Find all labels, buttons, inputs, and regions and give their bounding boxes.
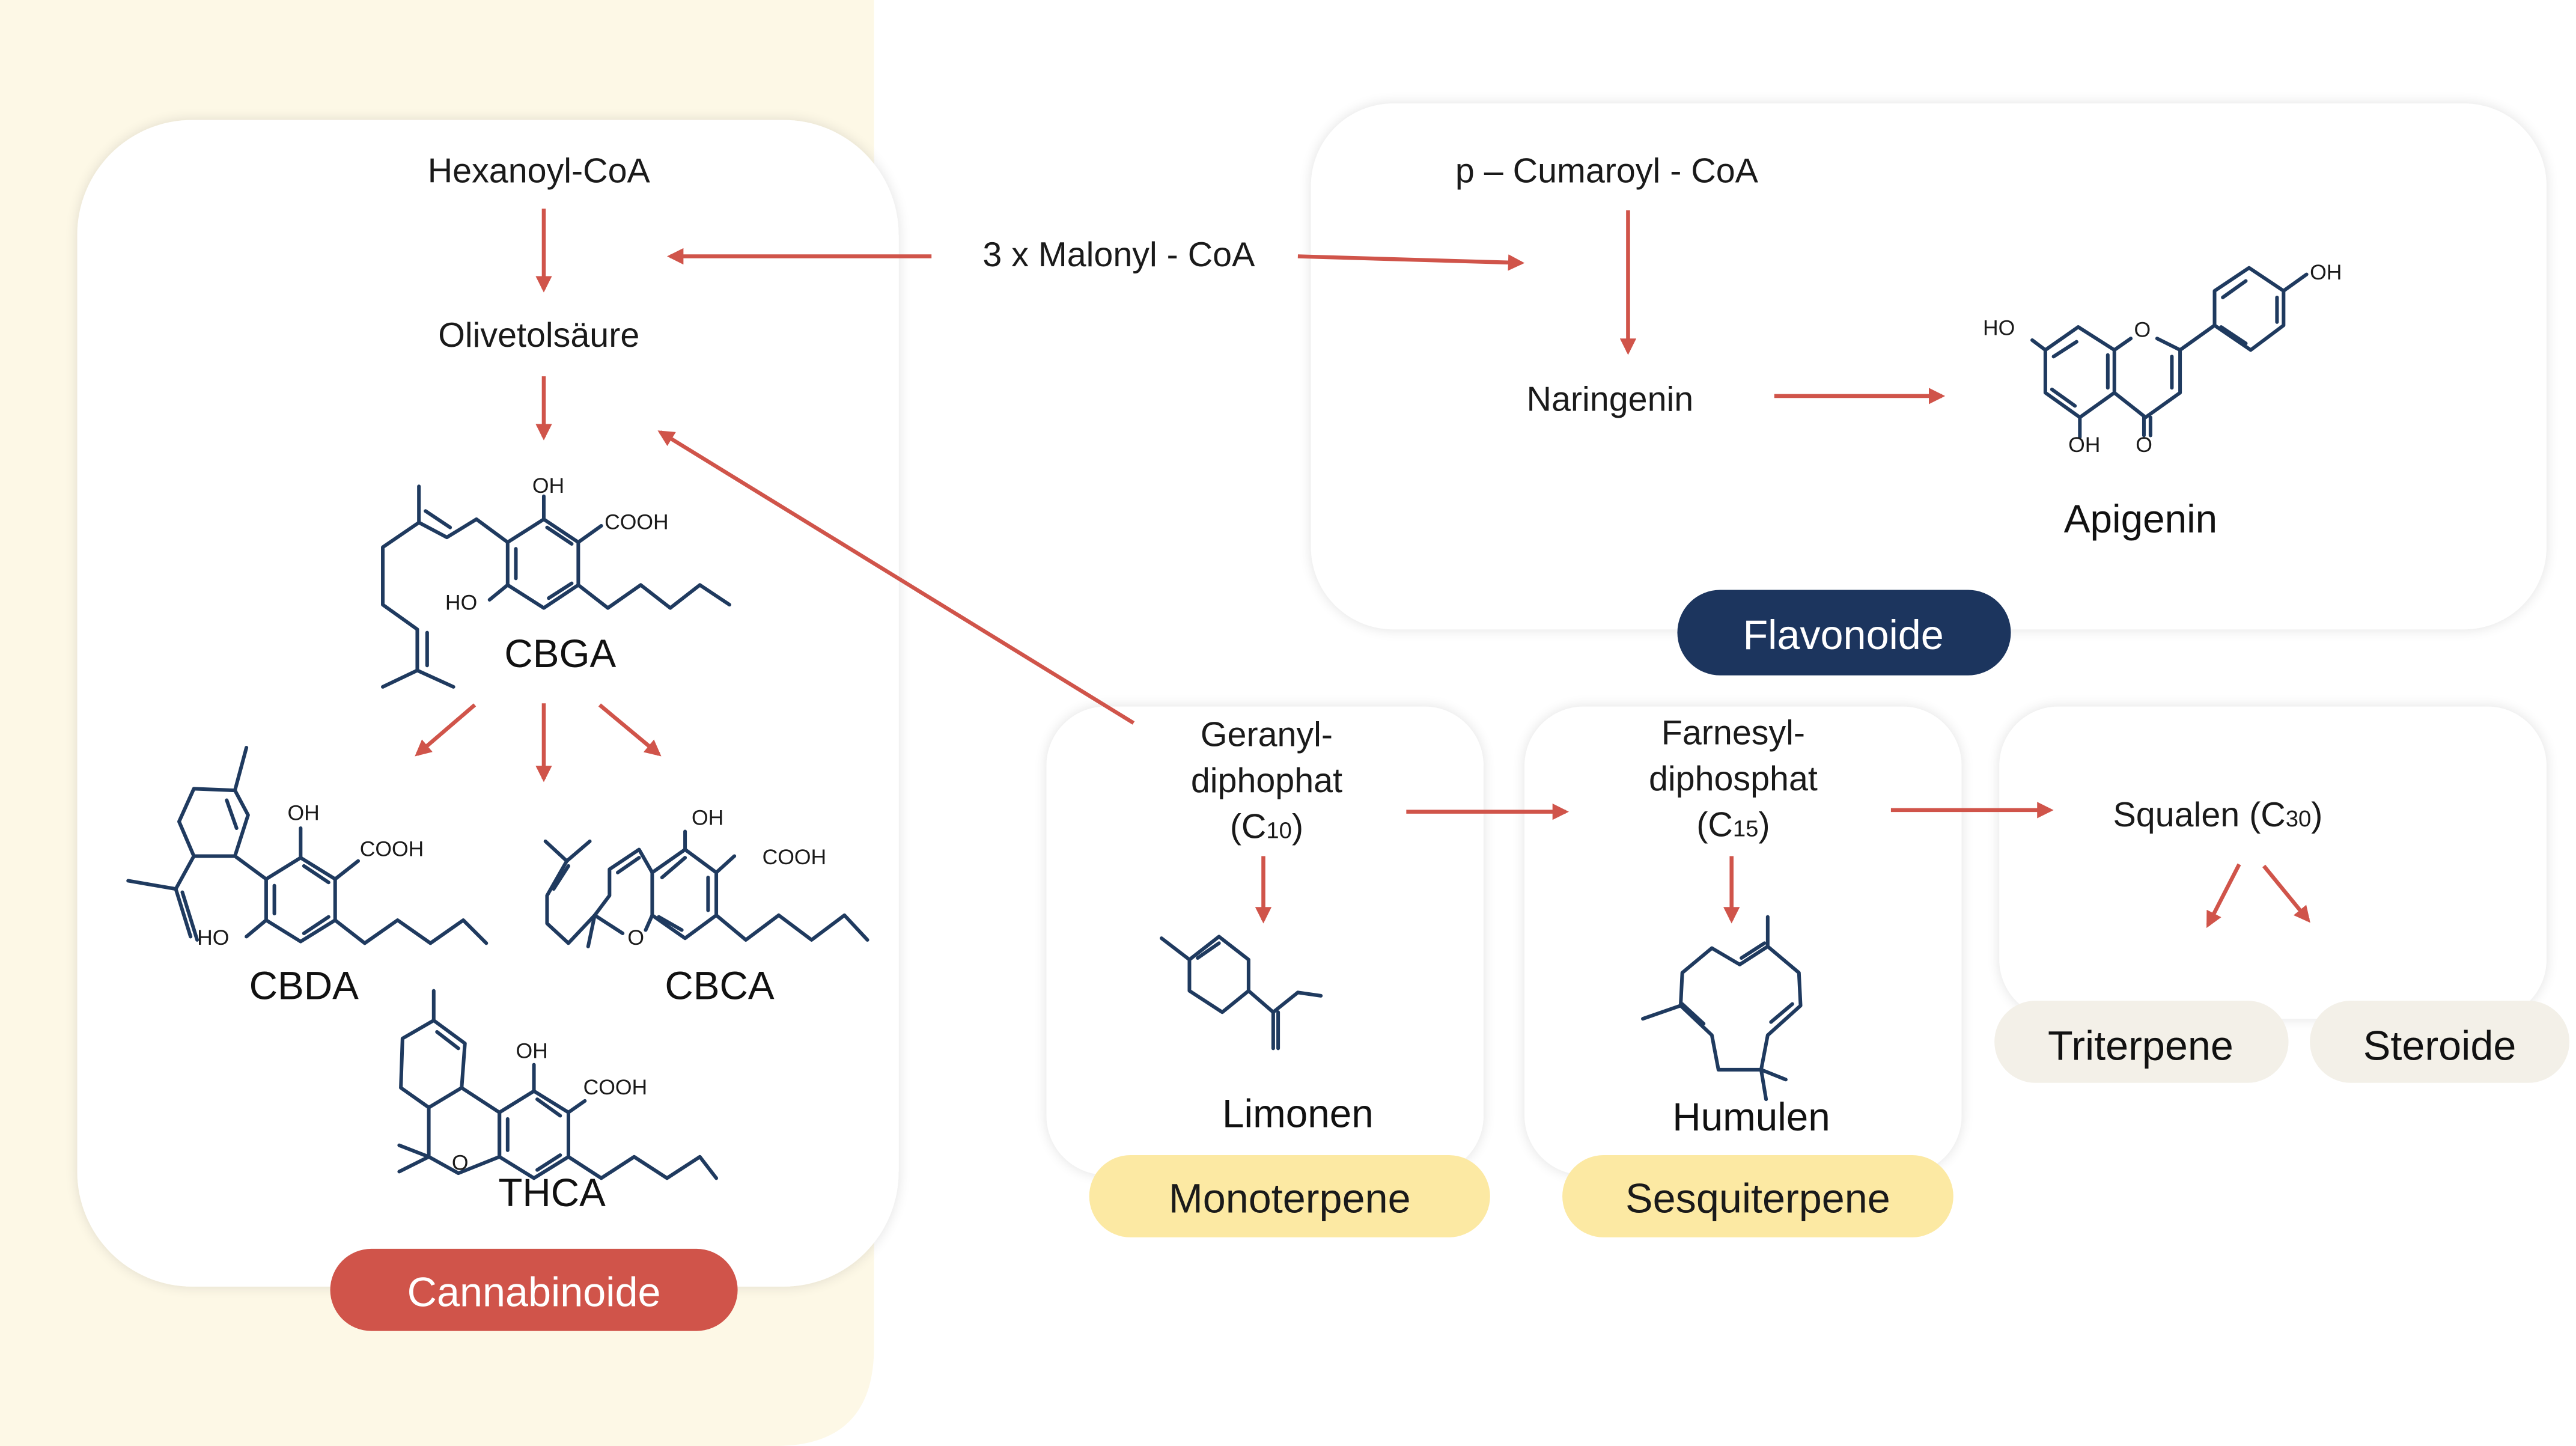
apigenin-ring-o: O (2134, 317, 2151, 341)
steroide-category-pill (2310, 1001, 2570, 1083)
farnesyl-label-line1: Farnesyl- (1661, 714, 1805, 752)
triterpene-category-pill (1994, 1001, 2289, 1083)
cbca-structure (543, 829, 869, 948)
arrow-cbga-to-cbda (415, 703, 477, 757)
thca-o: O (452, 1151, 469, 1175)
geranyl-carbon-count: (C10) (1230, 807, 1303, 846)
thca-structure (397, 989, 719, 1180)
triterpene-card (1999, 706, 2547, 1019)
cbga-label: CBGA (504, 632, 616, 676)
arrow-malonyl-to-naringenin (1297, 254, 1525, 271)
steroide-category-label: Steroide (2363, 1023, 2517, 1069)
cannabinoid-card (77, 120, 899, 1287)
cbda-cooh: COOH (360, 837, 424, 861)
flavonoid-card (1311, 103, 2547, 630)
limonen-structure (1159, 935, 1323, 1051)
thca-oh: OH (516, 1039, 547, 1063)
squalen-label: Squalen (C30) (2113, 796, 2323, 834)
cbda-oh: OH (287, 801, 319, 825)
sesquiterpene-card (1524, 706, 1962, 1175)
cbga-ho: HO (445, 590, 477, 614)
sesquiterpene-category-label: Sesquiterpene (1625, 1176, 1890, 1222)
arrow-geranyl-to-olivetol (657, 430, 1135, 725)
flavonoid-category-label: Flavonoide (1743, 612, 1943, 658)
thca-label: THCA (498, 1171, 606, 1215)
monoterpene-category-pill (1089, 1155, 1490, 1237)
cbga-structure (381, 484, 731, 689)
farnesyl-label-line2: diphosphat (1649, 760, 1818, 798)
cannabinoid-category-label: Cannabinoide (407, 1270, 661, 1316)
apigenin-structure (2030, 266, 2309, 439)
geranyl-label-line2: diphophat (1191, 761, 1342, 800)
sesquiterpene-category-pill (1562, 1155, 1953, 1237)
apigenin-keto-o: O (2136, 433, 2152, 457)
thca-cooh: COOH (583, 1075, 648, 1099)
farnesyl-carbon-count: (C15) (1696, 806, 1770, 844)
cbda-structure (126, 746, 489, 945)
humulen-structure (1641, 915, 1803, 1102)
apigenin-label: Apigenin (2064, 497, 2217, 541)
monoterpene-card (1046, 706, 1484, 1175)
olivetolic-acid-label: Olivetolsäure (438, 316, 639, 355)
cbga-oh: OH (532, 474, 564, 498)
apigenin-oh-top: OH (2310, 260, 2342, 284)
limonen-label: Limonen (1222, 1092, 1374, 1136)
cbca-o: O (627, 926, 644, 950)
flavonoid-category-pill (1677, 590, 2011, 676)
monoterpene-category-label: Monoterpene (1169, 1176, 1411, 1222)
hexanoyl-coa-label: Hexanoyl-CoA (428, 151, 651, 190)
apigenin-oh-bottom: OH (2068, 433, 2100, 457)
humulen-label: Humulen (1672, 1095, 1830, 1139)
apigenin-ho: HO (1983, 316, 2015, 340)
cumaroyl-coa-label: p – Cumaroyl - CoA (1455, 151, 1759, 190)
cbda-label: CBDA (249, 963, 359, 1007)
arrow-squalen-to-triterpene (2206, 863, 2241, 929)
geranyl-label-line1: Geranyl- (1201, 715, 1333, 754)
cbda-ho: HO (197, 926, 229, 950)
cbca-cooh: COOH (763, 845, 827, 869)
cbca-label: CBCA (665, 963, 775, 1007)
naringenin-label: Naringenin (1527, 380, 1694, 419)
arrow-squalen-to-steroide (2262, 864, 2310, 923)
triterpene-category-label: Triterpene (2048, 1023, 2233, 1069)
arrow-cbga-to-cbca (598, 703, 662, 757)
cannabinoid-category-pill (330, 1248, 738, 1331)
cbga-cooh: COOH (604, 510, 669, 534)
cbca-oh: OH (692, 806, 723, 830)
malonyl-coa-label: 3 x Malonyl - CoA (982, 236, 1255, 274)
